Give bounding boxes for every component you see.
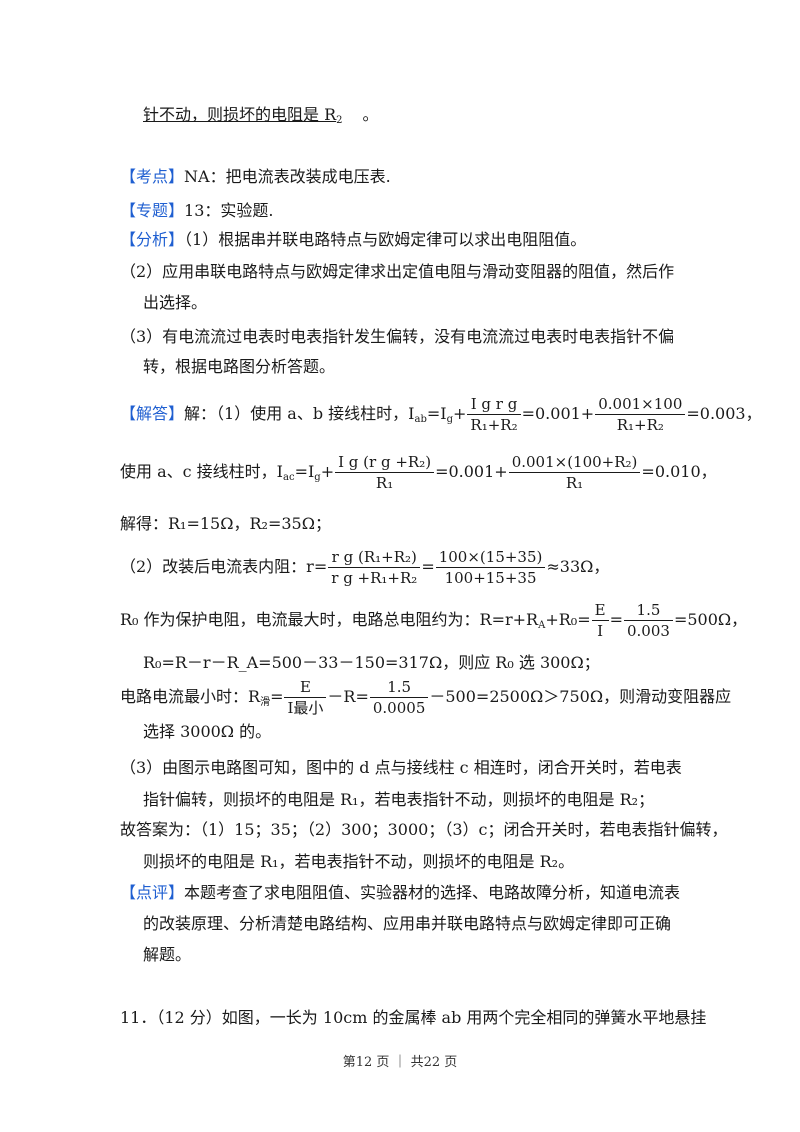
eq1-f2-num: 0.001×100 [598, 395, 683, 413]
eq5-eq: = [609, 610, 623, 629]
dianping-line-2: 的改装原理、分析清楚电路结构、应用串并联电路特点与欧姆定律即可正确 [143, 914, 672, 933]
eq2-pre: 使用 a、c 接线柱时，I [120, 462, 283, 481]
question-11: 11．（12 分）如图，一长为 10cm 的金属棒 ab 用两个完全相同的弹簧水… [120, 1008, 707, 1027]
eq4-fraction-2: 100×(15+35)100+15+35 [435, 548, 546, 587]
fenxi-line-5: 转，根据电路图分析答题。 [143, 357, 336, 376]
zhuanti-line: 【专题】13：实验题. [120, 201, 273, 221]
eq2-eq: =I [294, 462, 315, 481]
fenxi-text-1: （1）根据串并联电路特点与欧姆定律可以求出电阻阻值。 [184, 230, 587, 249]
jieda-result: 解得：R₁=15Ω，R₂=35Ω； [120, 514, 331, 533]
jieda-tag: 【解答】 [120, 404, 185, 423]
eq1-pre: 解：（1）使用 a、b 接线柱时，I [184, 404, 415, 423]
eq4-pre: （2）改装后电流表内阻：r= [120, 557, 328, 576]
jieda-part3-line-1: （3）由图示电路图可知，图中的 d 点与接线柱 c 相连时，闭合开关时，若电表 [120, 758, 682, 777]
eq7-f1-num: E [299, 678, 311, 696]
answer-line-1: 故答案为：（1）15；35；（2）300；3000；（3）c；闭合开关时，若电表… [120, 820, 728, 839]
eq5-mid: +R₀= [545, 610, 591, 629]
top-sub: 2 [336, 115, 343, 126]
eq2-f1-den: R₁ [335, 472, 435, 492]
fenxi-tag: 【分析】 [120, 230, 185, 249]
eq7-sub: 滑 [260, 697, 271, 708]
answer-line-2: 则损坏的电阻是 R₁，若电表指针不动，则损坏的电阻是 R₂。 [143, 852, 575, 871]
eq4-f1-den: r g +R₁+R₂ [328, 567, 421, 587]
eq2-fraction-1: I g (r g +R₂)R₁ [335, 453, 435, 492]
top-line-underlined: 针不动，则损坏的电阻是 R2 [143, 105, 363, 126]
eq1-sub2: g [446, 414, 453, 425]
eq4-f1-num: r g (R₁+R₂) [331, 548, 417, 566]
eq5-sub: A [538, 620, 546, 631]
eq4-end: ≈33Ω， [546, 557, 610, 576]
eq7-mid: －R= [327, 687, 369, 706]
eq5-f1-num: E [594, 601, 606, 619]
eq1-mid: =0.001+ [521, 404, 595, 423]
fenxi-line-1: 【分析】（1）根据串并联电路特点与欧姆定律可以求出电阻阻值。 [120, 230, 586, 250]
zhuanti-text: 13：实验题. [184, 201, 274, 220]
eq2-sub: ac [283, 472, 295, 483]
fenxi-line-2: （2）应用串联电路特点与欧姆定律求出定值电阻与滑动变阻器的阻值，然后作 [120, 262, 675, 281]
eq1-sub: ab [414, 414, 427, 425]
eq5-pre: R₀ 作为保护电阻，电流最大时，电路总电阻约为：R=r+R [120, 610, 539, 629]
eq7-f1-den: I最小 [284, 697, 327, 717]
top-end: 。 [362, 105, 379, 124]
fenxi-line-3: 出选择。 [143, 293, 208, 312]
answer-blank [343, 108, 363, 122]
kaodian-line: 【考点】NA：把电流表改装成电压表. [120, 167, 391, 187]
eq7-f2-num: 1.5 [387, 678, 412, 696]
page-footer: 第12 页 ｜ 共22 页 [342, 1055, 458, 1070]
eq2-end: =0.010， [641, 462, 717, 481]
eq4-f2-num: 100×(15+35) [438, 548, 543, 566]
eq2-fraction-2: 0.001×(100+R₂)R₁ [508, 453, 641, 492]
top-text: 针不动，则损坏的电阻是 R [143, 105, 337, 124]
eq7-end: －500=2500Ω＞750Ω，则滑动变阻器应 [429, 687, 732, 706]
eq2-f2-den: R₁ [508, 472, 641, 492]
dianping-text-1: 本题考查了求电阻阻值、实验器材的选择、电路故障分析，知道电流表 [184, 883, 681, 902]
zhuanti-tag: 【专题】 [120, 201, 185, 220]
eq2-f1-num: I g (r g +R₂) [338, 453, 432, 471]
kaodian-text: NA：把电流表改装成电压表. [184, 167, 391, 186]
eq2-plus: + [320, 462, 335, 481]
eq2-f2-num: 0.001×(100+R₂) [511, 453, 638, 471]
eq2-mid: =0.001+ [435, 462, 508, 481]
eq4-eq: = [421, 557, 435, 576]
dianping-line-1: 【点评】本题考查了求电阻阻值、实验器材的选择、电路故障分析，知道电流表 [120, 883, 680, 903]
eq7-f2-den: 0.0005 [369, 697, 429, 717]
eq5-end: =500Ω， [673, 610, 748, 629]
eq5-f1-den: I [591, 620, 609, 640]
eq5-f2-num: 1.5 [636, 601, 661, 619]
jieda-equation-2: 使用 a、c 接线柱时，Iac=Ig+I g (r g +R₂)R₁=0.001… [120, 450, 717, 500]
eq4-fraction-1: r g (R₁+R₂)r g +R₁+R₂ [328, 548, 421, 587]
eq1-plus: + [453, 404, 467, 423]
eq4-f2-den: 100+15+35 [435, 567, 546, 587]
eq5-f2-den: 0.003 [623, 620, 673, 640]
eq1-f1-den: R₁+R₂ [467, 414, 521, 434]
fenxi-line-4: （3）有电流流过电表时电表指针发生偏转，没有电流流过电表时电表指针不偏 [120, 327, 675, 346]
eq1-end: =0.003， [686, 404, 762, 423]
jieda-equation-4: （2）改装后电流表内阻：r=r g (R₁+R₂)r g +R₁+R₂=100×… [120, 545, 609, 589]
eq7-pre: 电路电流最小时：R [120, 687, 261, 706]
jieda-r0-line: R₀=R－r－R_A=500－33－150=317Ω，则应 R₀ 选 300Ω； [143, 653, 600, 672]
jieda-select-line: 选择 3000Ω 的。 [143, 722, 272, 741]
eq1-eq: =I [426, 404, 447, 423]
dianping-line-3: 解题。 [143, 945, 192, 964]
eq1-f2-den: R₁+R₂ [595, 414, 686, 434]
jieda-part3-line-2: 指针偏转，则损坏的电阻是 R₁，若电表指针不动，则损坏的电阻是 R₂； [143, 790, 655, 809]
eq1-f1-num: I g r g [470, 395, 518, 413]
dianping-tag: 【点评】 [120, 883, 185, 902]
eq2-sub2: g [314, 472, 321, 483]
eq7-eq: = [270, 687, 284, 706]
top-line: 针不动，则损坏的电阻是 R2。 [143, 105, 379, 131]
kaodian-tag: 【考点】 [120, 167, 185, 186]
